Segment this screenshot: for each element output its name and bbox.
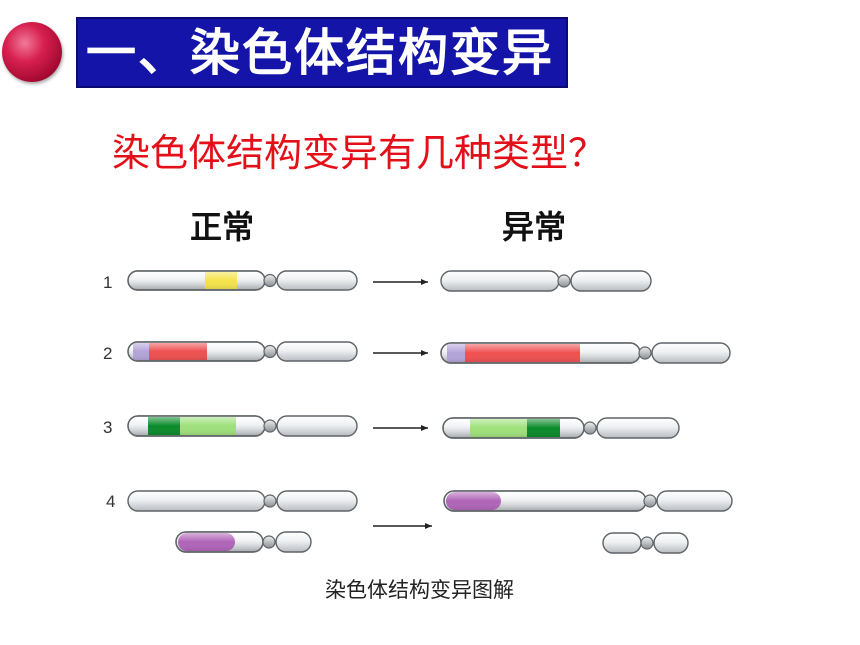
bullet-dot <box>2 22 62 82</box>
row4-abnormal-chromosome-b <box>602 532 689 554</box>
row2-abnormal-chromosome <box>440 342 731 364</box>
row1-abnormal-chromosome <box>440 270 652 292</box>
column-header-abnormal: 异常 <box>502 208 567 246</box>
page-title: 一、染色体结构变异 <box>86 24 554 82</box>
row4-abnormal-chromosome-a <box>443 490 733 512</box>
title-banner: 一、染色体结构变异 <box>76 17 568 88</box>
row-label-4: 4 <box>106 492 115 511</box>
row-label-1: 1 <box>103 273 112 292</box>
row-label-3: 3 <box>103 418 112 437</box>
row3-abnormal-chromosome <box>442 417 680 439</box>
question-text: 染色体结构变异有几种类型？ <box>112 131 607 175</box>
row4-normal-chromosome-b <box>175 531 312 553</box>
row3-normal-chromosome <box>127 415 358 437</box>
row4-normal-chromosome-a <box>127 490 358 512</box>
row2-normal-chromosome <box>127 341 358 362</box>
row-label-2: 2 <box>103 344 112 363</box>
row1-normal-chromosome <box>127 270 358 291</box>
diagram-caption: 染色体结构变异图解 <box>325 578 514 602</box>
column-header-normal: 正常 <box>190 208 255 246</box>
